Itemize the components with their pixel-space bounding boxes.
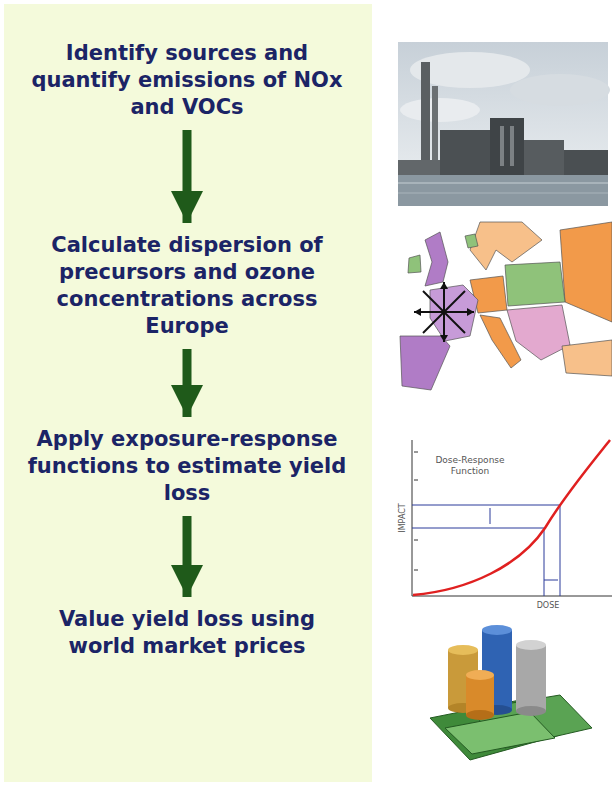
flow-panel: [4, 4, 372, 782]
axis-label: IMPACT: [398, 503, 408, 532]
process-step: Apply exposure-response functions to est…: [22, 424, 352, 509]
power-plant-photo: [398, 42, 610, 206]
process-step: Identify sources and quantify emissions …: [22, 38, 352, 123]
flow-arrow: [183, 516, 192, 597]
dose-response-chart: [398, 432, 612, 608]
flow-arrow: [183, 130, 192, 223]
process-step: Calculate dispersion of precursors and o…: [22, 230, 352, 342]
axis-label: DOSE: [537, 601, 560, 611]
step-text: Apply exposure-response functions to est…: [26, 426, 348, 507]
step-text: Calculate dispersion of precursors and o…: [26, 232, 348, 340]
step-text: Value yield loss using world market pric…: [26, 606, 348, 660]
dispersion-compass: [414, 282, 474, 342]
money-pile: [430, 625, 592, 760]
chart-title: Dose-Response Function: [435, 455, 505, 477]
flow-arrow: [183, 349, 192, 417]
step-text: Identify sources and quantify emissions …: [26, 40, 348, 121]
process-step: Value yield loss using world market pric…: [22, 604, 352, 662]
europe-map: [400, 222, 612, 390]
